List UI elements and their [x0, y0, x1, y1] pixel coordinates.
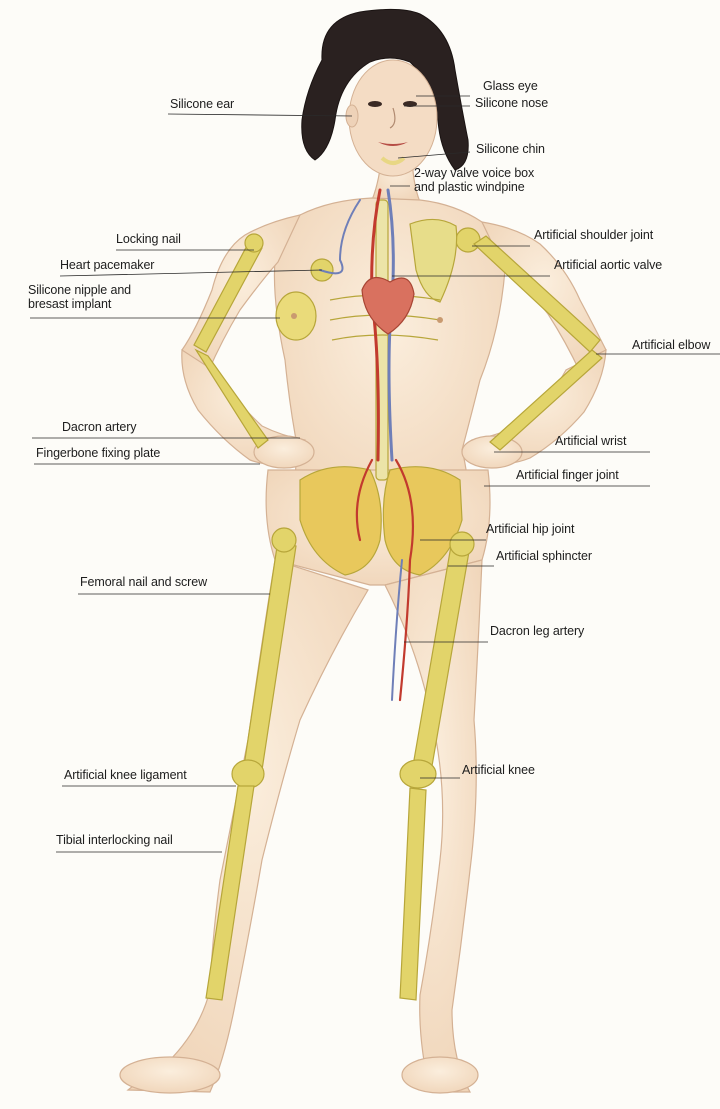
label-silicone-ear: Silicone ear	[170, 97, 234, 111]
label-silicone-chin: Silicone chin	[476, 142, 545, 156]
label-glass-eye: Glass eye	[483, 79, 538, 93]
label-artificial-shoulder-joint: Artificial shoulder joint	[534, 228, 653, 242]
label-artificial-knee: Artificial knee	[462, 763, 535, 777]
label-artificial-sphincter: Artificial sphincter	[496, 549, 592, 563]
label-silicone-nose: Silicone nose	[475, 96, 548, 110]
label-artificial-aortic-valve: Artificial aortic valve	[554, 258, 662, 272]
label-artificial-elbow: Artificial elbow	[632, 338, 710, 352]
label-artificial-hip-joint: Artificial hip joint	[486, 522, 574, 536]
label-locking-nail: Locking nail	[116, 232, 181, 246]
label-dacron-artery: Dacron artery	[62, 420, 136, 434]
label-voice-box: 2-way valve voice box and plastic windpi…	[414, 166, 534, 194]
label-dacron-leg-artery: Dacron leg artery	[490, 624, 584, 638]
label-tibial-interlocking-nail: Tibial interlocking nail	[56, 833, 173, 847]
label-fingerbone-fixing-plate: Fingerbone fixing plate	[36, 446, 160, 460]
label-femoral-nail-and-screw: Femoral nail and screw	[80, 575, 207, 589]
label-artificial-wrist: Artificial wrist	[555, 434, 626, 448]
label-artificial-knee-ligament: Artificial knee ligament	[64, 768, 187, 782]
head	[302, 9, 468, 176]
label-artificial-finger-joint: Artificial finger joint	[516, 468, 619, 482]
label-heart-pacemaker: Heart pacemaker	[60, 258, 154, 272]
label-silicone-nipple-breast-implant: Silicone nipple and bresast implant	[28, 283, 131, 311]
